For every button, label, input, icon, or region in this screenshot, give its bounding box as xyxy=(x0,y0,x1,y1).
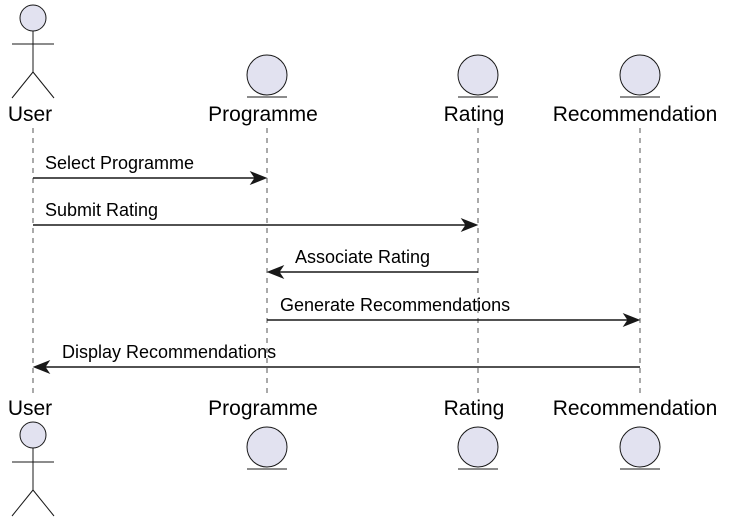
participant-label-rating: Rating xyxy=(444,397,505,420)
participant-rating-bottom: Rating xyxy=(444,397,505,470)
participant-recommendation-bottom: Recommendation xyxy=(553,397,718,470)
participant-label-user: User xyxy=(8,103,52,126)
actor-icon xyxy=(11,421,55,517)
entity-icon xyxy=(246,426,288,470)
message-select-programme: Select Programme xyxy=(33,153,268,186)
participant-label-programme: Programme xyxy=(208,397,318,420)
message-label: Generate Recommendations xyxy=(280,295,510,315)
message-label: Associate Rating xyxy=(295,247,430,267)
arrow-left-icon xyxy=(32,359,51,375)
entity-icon xyxy=(619,426,661,470)
participant-label-user: User xyxy=(8,397,52,420)
participant-user-bottom: User xyxy=(8,397,55,517)
arrow-left-icon xyxy=(266,264,285,280)
message-display-recommendations: Display Recommendations xyxy=(32,342,640,375)
message-label: Select Programme xyxy=(45,153,194,173)
entity-icon xyxy=(457,426,499,470)
entity-icon xyxy=(246,54,288,98)
participant-label-recommendation: Recommendation xyxy=(553,103,718,126)
participant-label-programme: Programme xyxy=(208,103,318,126)
message-associate-rating: Associate Rating xyxy=(266,247,478,280)
message-label: Submit Rating xyxy=(45,200,158,220)
actor-icon xyxy=(11,4,55,99)
participant-programme-bottom: Programme xyxy=(208,397,318,470)
entity-icon xyxy=(619,54,661,98)
arrow-right-icon xyxy=(622,312,641,328)
participant-rating-top: Rating xyxy=(444,54,505,126)
message-generate-recommendations: Generate Recommendations xyxy=(267,295,641,328)
participant-label-rating: Rating xyxy=(444,103,505,126)
message-label: Display Recommendations xyxy=(62,342,276,362)
participant-recommendation-top: Recommendation xyxy=(553,54,718,126)
participant-programme-top: Programme xyxy=(208,54,318,126)
arrow-right-icon xyxy=(460,217,479,233)
participant-label-recommendation: Recommendation xyxy=(553,397,718,420)
message-submit-rating: Submit Rating xyxy=(33,200,479,233)
arrow-right-icon xyxy=(249,170,268,186)
participant-user-top: User xyxy=(8,4,55,126)
entity-icon xyxy=(457,54,499,98)
